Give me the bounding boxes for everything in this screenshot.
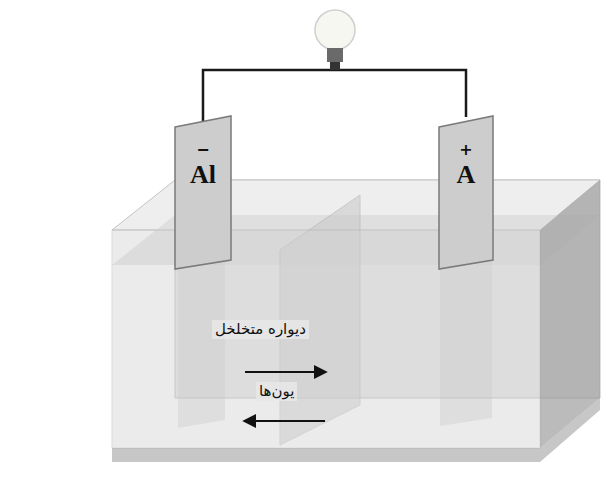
bulb-base: [327, 48, 343, 62]
electrode-symbol: A: [457, 161, 476, 190]
ion-arrow: [245, 420, 325, 422]
ion-label: یون‌ها: [256, 382, 297, 401]
plate-face: [175, 116, 231, 269]
plate-face: [439, 116, 493, 269]
ion-arrow: [245, 371, 325, 373]
polarity-sign: −: [196, 141, 209, 159]
polarity-sign: +: [459, 141, 472, 159]
electrode-plate: − Al: [174, 115, 232, 270]
circuit-wire: [203, 70, 466, 121]
plate-outline: [174, 115, 232, 270]
part-label: دیواره متخلخل: [212, 320, 309, 339]
bulb-glass: [315, 10, 355, 50]
plate-outline: [438, 115, 494, 270]
tank-base: [112, 398, 600, 462]
bulb-contact: [330, 62, 340, 70]
electrode-plate: +A: [438, 115, 494, 270]
electrode-symbol: Al: [190, 161, 216, 190]
